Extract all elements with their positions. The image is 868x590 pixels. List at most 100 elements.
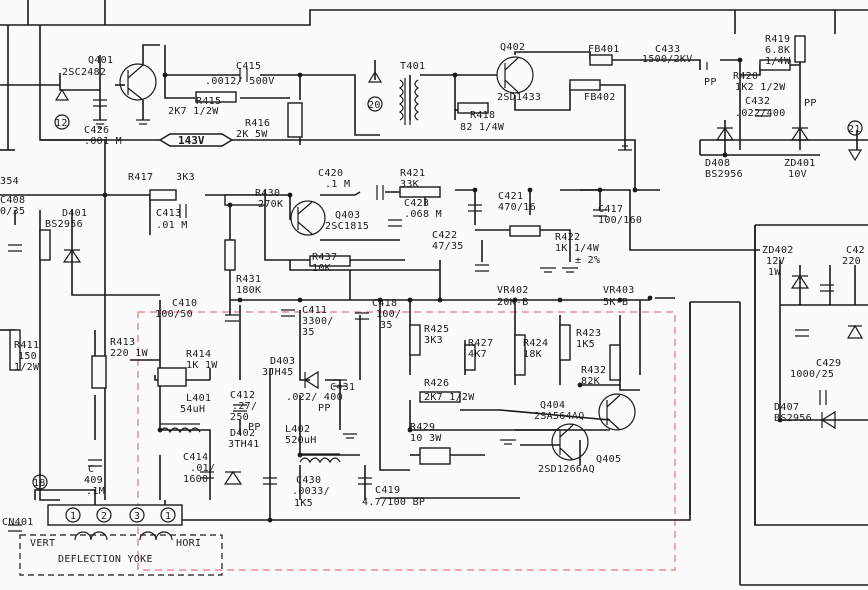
r418-label: R418 — [470, 110, 495, 121]
c413-label: C413 — [156, 208, 181, 219]
q401-label: Q401 — [88, 55, 113, 66]
c418-value: 100/ — [376, 309, 401, 320]
q401-transistor — [119, 63, 157, 101]
c414-value: .01/ — [190, 463, 215, 474]
c409-number: 409 — [84, 475, 103, 486]
r423-label: R423 — [576, 328, 601, 339]
q402-part-label: 2SD1433 — [497, 92, 541, 103]
c431-value: .022/ 400 — [286, 392, 343, 403]
r431-label: R431 — [236, 274, 261, 285]
r422-value: 1K 1/4W — [555, 243, 600, 254]
d402-part: 3TH41 — [228, 439, 260, 450]
q404-label: Q404 — [540, 400, 565, 411]
fb401-label: FB401 — [588, 44, 620, 55]
c411-voltage: 35 — [302, 327, 315, 338]
d401-label: D401 — [62, 208, 87, 219]
q403-part: 2SC1815 — [325, 221, 369, 232]
r424-label: R424 — [523, 338, 548, 349]
l401-label: L401 — [186, 393, 211, 404]
pin-2-label: 2 — [101, 511, 107, 522]
r419-label: R419 — [765, 34, 790, 45]
t401-label: T401 — [400, 61, 425, 72]
c413-value: .01 M — [156, 220, 188, 231]
c411-value: 3300/ — [302, 316, 334, 327]
r421-value: 33K — [400, 179, 419, 190]
c419-value: 4.7/100 BP — [362, 497, 425, 508]
c417-value: 100/160 — [598, 215, 642, 226]
r420-value: 1K2 1/2W — [735, 82, 786, 93]
r413-value: 220 1W — [110, 348, 149, 359]
r425-value: 3K3 — [424, 335, 443, 346]
r417-label: R417 — [128, 172, 153, 183]
c422-value: 47/35 — [432, 241, 464, 252]
r422-tolerance: ± 2% — [575, 255, 600, 266]
r430-value: 270K — [258, 199, 283, 210]
c410-label: C410 — [172, 298, 197, 309]
r427-label: R427 — [468, 338, 493, 349]
d403-part: 3JH45 — [262, 367, 294, 378]
r411-value: 150 — [18, 351, 37, 362]
c423-label: C423 — [404, 198, 429, 209]
c432-value: .022/400 — [735, 108, 786, 119]
vr402-value: 20K-B — [497, 297, 529, 308]
l401-coil — [159, 423, 201, 434]
r421-label: R421 — [400, 168, 425, 179]
pin-1-label: 1 — [70, 511, 76, 522]
d408-part: BS2956 — [705, 169, 743, 180]
r432-value: 82K — [581, 376, 600, 387]
r425-label: R425 — [424, 324, 449, 335]
r416-label: R416 — [245, 118, 270, 129]
c410-value: 100/50 — [155, 309, 193, 320]
q405-part: 2SD1266AQ — [538, 464, 595, 475]
l402-coil — [299, 453, 341, 464]
cn401-connector — [47, 504, 183, 526]
d407-label: D407 — [774, 402, 799, 413]
r432-label: R432 — [581, 365, 606, 376]
c430-value: .0033/ — [292, 486, 330, 497]
vert-label: VERT — [30, 538, 55, 549]
q403-transistor — [290, 200, 326, 236]
terminal-20-label: 20 — [368, 100, 381, 111]
cn401-label: CN401 — [2, 517, 34, 528]
hori-label: HORI — [176, 538, 201, 549]
d401-part: BS2956 — [45, 219, 83, 230]
c418-voltage: 35 — [380, 320, 393, 331]
r416-value: 2K 5W — [236, 129, 268, 140]
c433-pp: PP — [704, 77, 717, 88]
r415-label: R415 — [196, 96, 221, 107]
terminal-18-label: 18 — [33, 478, 46, 489]
c415-value: .0012/ 500V — [205, 76, 275, 87]
highlight-region — [137, 311, 676, 571]
r420-label: R420 — [733, 71, 758, 82]
c433-label: C433 — [655, 44, 680, 55]
r415-value: 2K7 1/2W — [168, 106, 219, 117]
c429-label: C429 — [816, 358, 841, 369]
c412-label: C412 — [230, 390, 255, 401]
q401-part-label: 2SC2482 — [62, 67, 106, 78]
r427-value: 4K7 — [468, 349, 487, 360]
r419-watt: 1/4W — [765, 56, 791, 67]
vr403-label: VR403 — [603, 285, 635, 296]
l402-label: L402 — [285, 424, 310, 435]
vr402-label: VR402 — [497, 285, 529, 296]
c420-label: C420 — [318, 168, 343, 179]
junction-nodes — [102, 57, 783, 523]
r418-value: 82 1/4W — [460, 122, 505, 133]
c42x-value: 220 — [842, 256, 861, 267]
q405-transistor — [551, 423, 589, 461]
c414-label: C414 — [183, 452, 208, 463]
c42x-label: C42 — [846, 245, 865, 256]
c415-label: C415 — [236, 61, 261, 72]
r437-value: 10K — [312, 263, 331, 274]
r422-label: R422 — [555, 232, 580, 243]
c408-label: C408 — [0, 195, 25, 206]
diodes — [62, 126, 864, 485]
c414-voltage: 1600 — [183, 474, 208, 485]
l401-value: 54uH — [180, 404, 205, 415]
c409-value: .1M — [86, 486, 105, 497]
zd401-value: 10V — [788, 169, 807, 180]
r417-value: 3K3 — [176, 172, 195, 183]
ground-symbols — [93, 119, 632, 445]
